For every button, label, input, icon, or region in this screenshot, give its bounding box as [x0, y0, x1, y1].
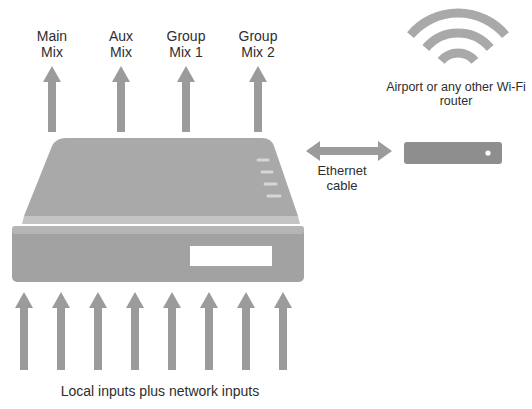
router-node: Airport or any other Wi-Fi router: [384, 80, 528, 166]
output-label: Group Mix 2: [232, 28, 284, 60]
output-label: Group Mix 1: [160, 28, 212, 60]
mixer-device: [12, 138, 304, 282]
cable-label: Ethernet cable: [311, 164, 373, 194]
wifi-icon: [411, 13, 506, 61]
output-label: Main Mix: [31, 28, 73, 60]
inputs-label: Local inputs plus network inputs: [10, 383, 310, 399]
output-arrows: [43, 66, 267, 132]
input-arrows: [15, 292, 292, 370]
output-label: Aux Mix: [100, 28, 142, 60]
router-caption: Airport or any other Wi-Fi router: [384, 80, 528, 109]
ethernet-arrow: [306, 141, 392, 161]
